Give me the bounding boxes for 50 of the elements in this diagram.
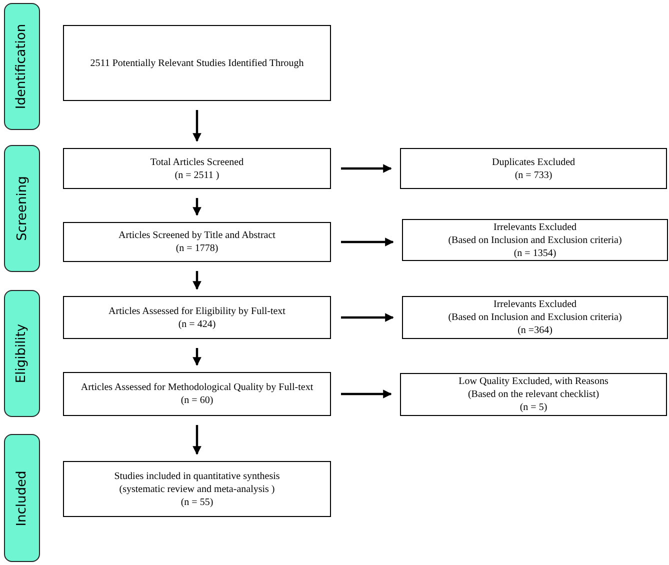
process-box (63, 296, 331, 339)
box-text: Duplicates Excluded (492, 156, 576, 168)
arrow (192, 348, 202, 366)
box-text: Articles Screened by Title and Abstract (118, 229, 276, 242)
box-text: (n = 733) (514, 168, 552, 182)
box-text: Articles Assessed for Methodological Quality by Full-text (80, 381, 314, 394)
box-text: (Based on Inclusion and Exclusion criteria) (448, 311, 622, 324)
box-text: (n = 1354) (514, 246, 556, 260)
box-text: (n =364) (518, 324, 552, 337)
arrow (192, 198, 202, 216)
process-box (402, 219, 668, 261)
stage-tab (4, 145, 40, 272)
stage-label: Screening (14, 176, 30, 241)
process-box (63, 148, 331, 189)
arrow (192, 425, 202, 455)
box-text: Studies included in quantitative synthesis (114, 470, 280, 482)
stage-tab (4, 3, 40, 130)
box-text: (n = 424) (178, 318, 216, 330)
box-text: 2511 Potentially Relevant Studies Identified Through (90, 56, 304, 70)
stage-tab (4, 434, 40, 562)
process-box (63, 25, 331, 101)
arrow (341, 390, 392, 398)
box-text: (n = 5) (520, 401, 548, 414)
arrow (341, 238, 394, 246)
process-box (63, 222, 331, 262)
arrow (192, 110, 202, 142)
process-box (400, 148, 667, 189)
box-text: (systematic review and meta-analysis ) (119, 482, 275, 496)
arrow (341, 164, 392, 173)
arrow (341, 313, 394, 322)
box-text: (n = 60) (180, 394, 214, 407)
stage-label: Included (14, 470, 30, 526)
box-text: (n = 55) (180, 496, 214, 508)
arrow (192, 271, 202, 290)
box-text: (n = 2511 ) (174, 168, 220, 182)
box-text: Articles Assessed for Eligibility by Full-text (108, 304, 286, 318)
box-text: (Based on Inclusion and Exclusion criteria) (448, 234, 622, 246)
stage-label: Identification (14, 24, 30, 110)
process-box (63, 372, 331, 416)
box-text: Low Quality Excluded, with Reasons (458, 375, 608, 388)
box-text: Irrelevants Excluded (493, 298, 577, 311)
box-text: Irrelevants Excluded (493, 220, 577, 234)
stage-label: Eligibility (14, 324, 30, 384)
process-box (63, 461, 331, 517)
box-text: Total Articles Screened (150, 156, 244, 168)
process-box (402, 296, 668, 339)
box-text: (Based on the relevant checklist) (468, 388, 600, 401)
stage-tab (4, 290, 40, 417)
box-text: (n = 1778) (176, 242, 218, 255)
process-box (400, 373, 667, 416)
